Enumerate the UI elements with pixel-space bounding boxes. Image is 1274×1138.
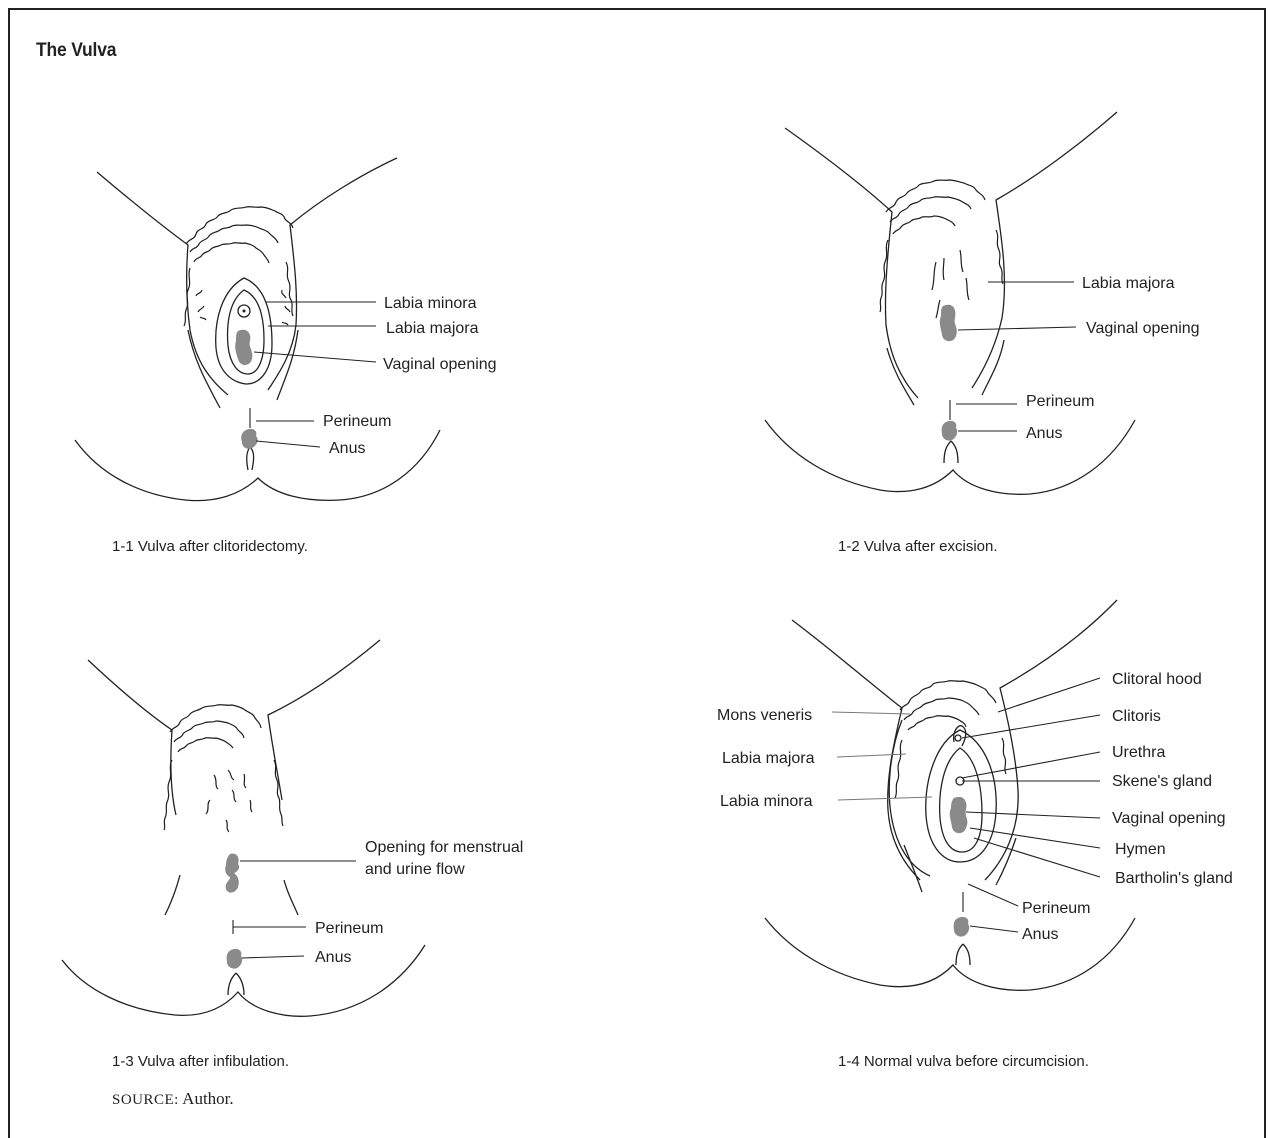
label-1-4-urethra: Urethra	[1112, 744, 1165, 761]
label-1-4-clitoral-hood: Clitoral hood	[1112, 671, 1202, 688]
label-1-3-opening-line-2: and urine flow	[365, 861, 465, 878]
figure-1-3: Opening for menstrual and urine flow Per…	[62, 640, 523, 1070]
caption-1-4: 1-4 Normal vulva before circumcision.	[838, 1053, 1089, 1070]
label-1-1-vaginal-opening: Vaginal opening	[383, 356, 497, 373]
label-1-4-clitoris: Clitoris	[1112, 708, 1161, 725]
label-1-4-skenes-gland: Skene's gland	[1112, 773, 1212, 790]
source-prefix: SOURCE:	[112, 1092, 179, 1108]
source-text: Author.	[182, 1089, 233, 1108]
label-1-2-labia-majora: Labia majora	[1082, 275, 1175, 292]
label-1-2-anus: Anus	[1026, 425, 1062, 442]
label-1-1-anus: Anus	[329, 440, 365, 457]
label-1-4-anus: Anus	[1022, 926, 1058, 943]
figure-1-4: Clitoral hood Mons veneris Clitoris Labi…	[717, 600, 1233, 1070]
label-1-1-labia-minora: Labia minora	[384, 295, 477, 312]
label-1-4-mons-veneris: Mons veneris	[717, 707, 812, 724]
label-1-3-perineum: Perineum	[315, 920, 383, 937]
label-1-3-opening-line-1: Opening for menstrual	[365, 839, 523, 856]
label-1-4-bartholins-gland: Bartholin's gland	[1115, 870, 1233, 887]
label-1-1-labia-majora: Labia majora	[386, 320, 479, 337]
label-1-3-anus: Anus	[315, 949, 351, 966]
label-1-4-hymen: Hymen	[1115, 841, 1166, 858]
label-1-4-vaginal-opening: Vaginal opening	[1112, 810, 1226, 827]
caption-1-1: 1-1 Vulva after clitoridectomy.	[112, 538, 308, 555]
source-line: SOURCE: Author.	[112, 1089, 234, 1109]
figure-1-1: Labia minora Labia majora Vaginal openin…	[75, 158, 497, 555]
label-1-2-vaginal-opening: Vaginal opening	[1086, 320, 1200, 337]
caption-1-3: 1-3 Vulva after infibulation.	[112, 1053, 289, 1070]
figure-1-2: Labia majora Vaginal opening Perineum An…	[765, 112, 1200, 555]
label-1-4-labia-minora: Labia minora	[720, 793, 813, 810]
label-1-1-perineum: Perineum	[323, 413, 391, 430]
label-1-4-labia-majora: Labia majora	[722, 750, 815, 767]
caption-1-2: 1-2 Vulva after excision.	[838, 538, 998, 555]
label-1-4-perineum: Perineum	[1022, 900, 1090, 917]
label-1-2-perineum: Perineum	[1026, 393, 1094, 410]
